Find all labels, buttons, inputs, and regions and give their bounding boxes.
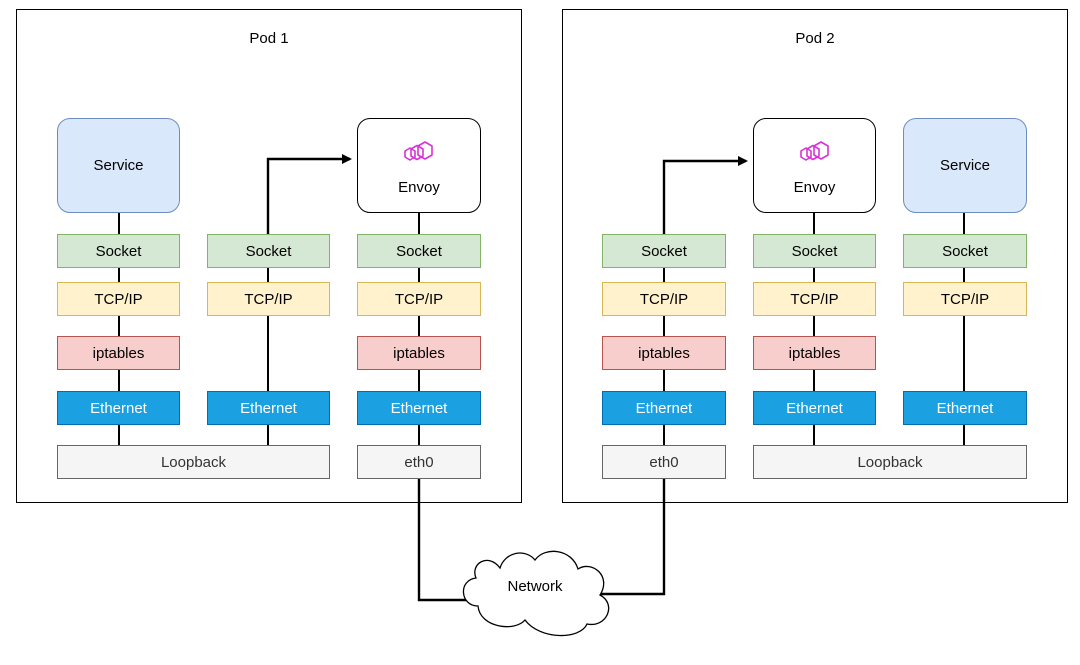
envoy-logo-icon bbox=[404, 141, 433, 161]
cloud-icon bbox=[462, 550, 610, 637]
pod-2-envoy-label: Envoy bbox=[793, 179, 836, 196]
pod-1-stack-3-iptables: iptables bbox=[357, 336, 481, 370]
pod-2-title: Pod 2 bbox=[795, 30, 835, 47]
pod-1-stack-1-ethernet: Ethernet bbox=[57, 391, 180, 425]
pod-1-stack-1-socket: Socket bbox=[57, 234, 180, 268]
pod-2-stack-2-ethernet: Ethernet bbox=[753, 391, 876, 425]
network-link-pod-2 bbox=[600, 479, 666, 596]
pod-1-stack-2-ethernet: Ethernet bbox=[207, 391, 330, 425]
pod-1-envoy[interactable]: Envoy bbox=[357, 118, 481, 213]
pod-2-envoy[interactable]: Envoy bbox=[753, 118, 876, 213]
pod-2-stack-2-socket: Socket bbox=[753, 234, 876, 268]
pod-2-stack-1-tcpip: TCP/IP bbox=[602, 282, 726, 316]
pod-1-service[interactable]: Service bbox=[57, 118, 180, 213]
pod-2-stack-1-socket: Socket bbox=[602, 234, 726, 268]
pod-1-envoy-label: Envoy bbox=[398, 179, 440, 196]
pod-1-stack-2-tcpip: TCP/IP bbox=[207, 282, 330, 316]
pod-1-eth0: eth0 bbox=[357, 445, 481, 479]
network-label: Network bbox=[507, 578, 563, 595]
pod-1-stack-3-tcpip: TCP/IP bbox=[357, 282, 481, 316]
pod-2-stack-1-ethernet: Ethernet bbox=[602, 391, 726, 425]
pod-1-title: Pod 1 bbox=[249, 30, 289, 47]
pod-2-stack-2-iptables: iptables bbox=[753, 336, 876, 370]
pod-2-eth0: eth0 bbox=[602, 445, 726, 479]
pod-2-stack-1-iptables: iptables bbox=[602, 336, 726, 370]
redirect-arrow-pod-1 bbox=[266, 154, 352, 268]
pod-2-stack-3-ethernet: Ethernet bbox=[903, 391, 1027, 425]
pod-1-stack-3-ethernet: Ethernet bbox=[357, 391, 481, 425]
pod-1-loopback: Loopback bbox=[57, 445, 330, 479]
pod-1-stack-2-socket: Socket bbox=[207, 234, 330, 268]
envoy-logo-icon bbox=[799, 141, 829, 161]
redirect-arrow-pod-2 bbox=[662, 156, 748, 268]
pod-1-stack-3-socket: Socket bbox=[357, 234, 481, 268]
network-link-pod-1 bbox=[417, 479, 470, 602]
pod-1-stack-1-tcpip: TCP/IP bbox=[57, 282, 180, 316]
pod-2-service[interactable]: Service bbox=[903, 118, 1027, 213]
pod-2-stack-3-tcpip: TCP/IP bbox=[903, 282, 1027, 316]
pod-2-stack-2-tcpip: TCP/IP bbox=[753, 282, 876, 316]
pod-2-loopback: Loopback bbox=[753, 445, 1027, 479]
pod-2-stack-3-socket: Socket bbox=[903, 234, 1027, 268]
pod-1-stack-1-iptables: iptables bbox=[57, 336, 180, 370]
